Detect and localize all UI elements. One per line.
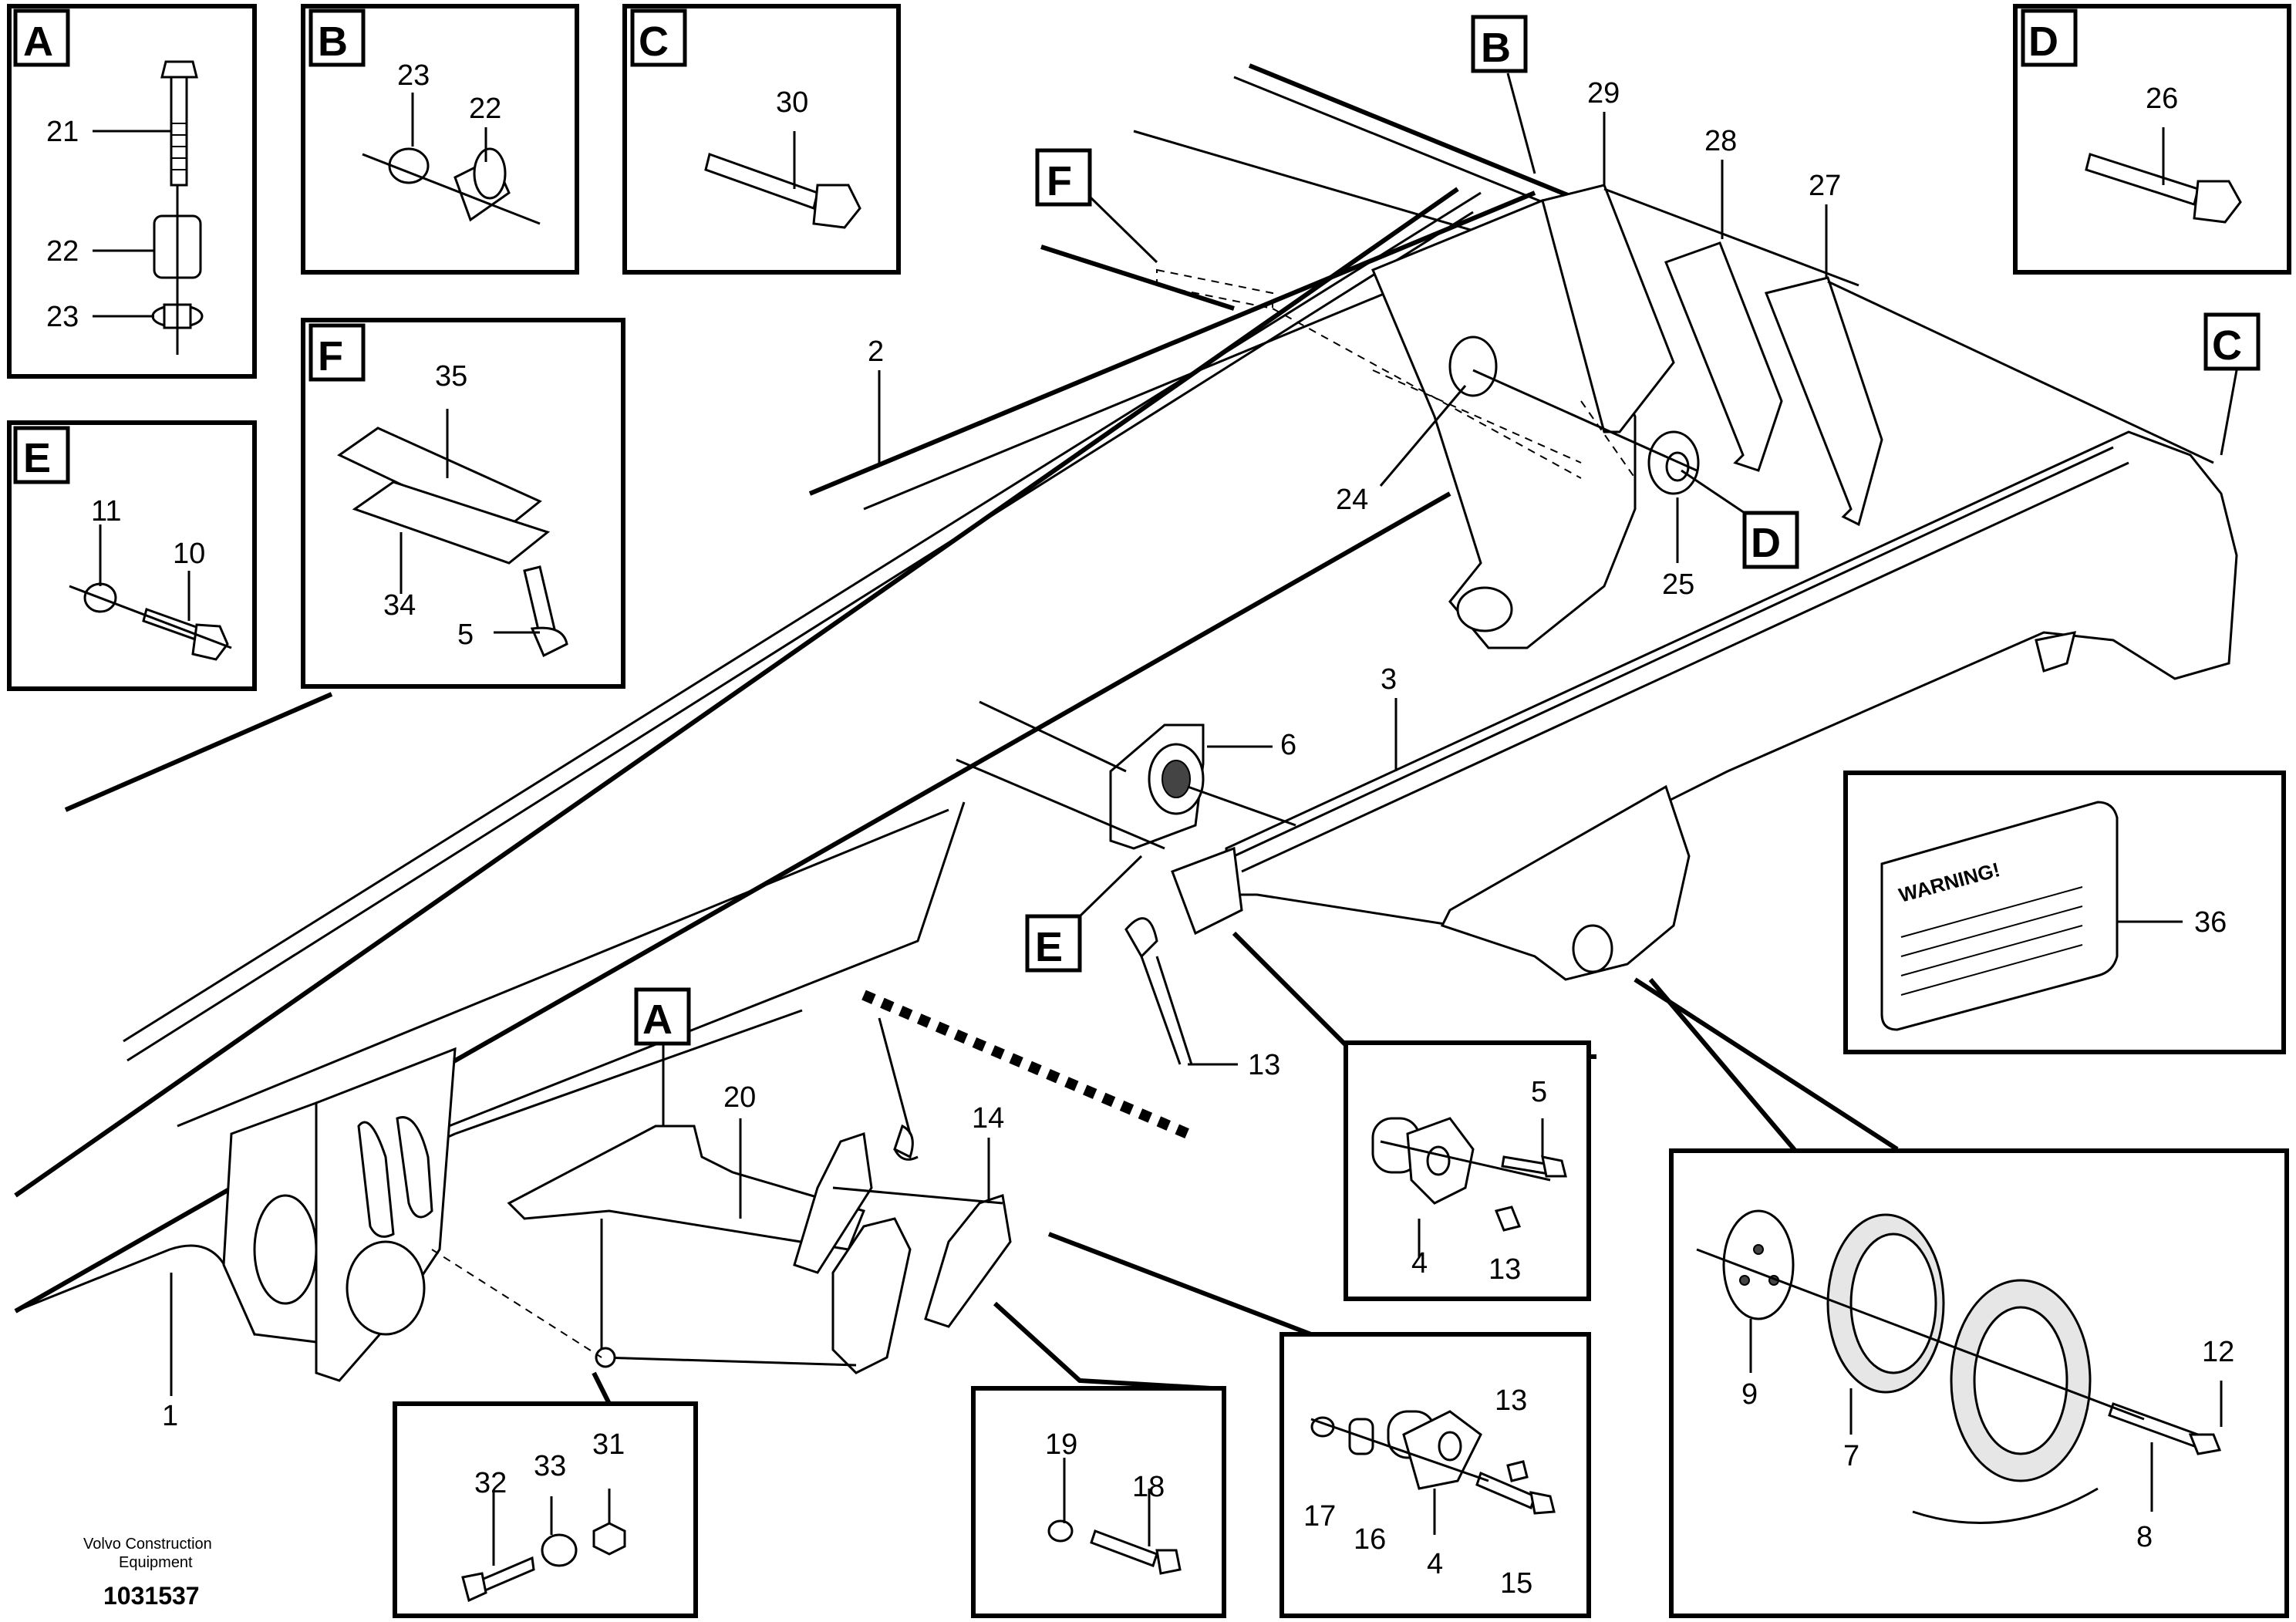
part-label-32: 32 [474,1467,507,1499]
shim-plates [1541,184,2214,527]
inset-d: D [2013,4,2291,275]
part-label-29: 29 [1587,77,1620,110]
pivot-washer [1472,369,1700,495]
inset-b: B [301,4,579,275]
part-label-13c: 13 [1495,1384,1527,1417]
part-label-14: 14 [972,1102,1004,1135]
part-label-19: 19 [1045,1428,1077,1461]
part-label-10: 10 [173,538,205,570]
main-tag-f: F [1047,158,1072,204]
part-label-23b: 23 [397,59,430,92]
part-label-1: 1 [162,1400,178,1432]
part-label-4b: 4 [1427,1548,1443,1580]
part-label-13a: 13 [1248,1049,1280,1081]
part-label-34: 34 [383,589,416,622]
main-tag-c: C [2212,322,2242,369]
main-tag-b: B [1481,25,1511,71]
inset-bushing-assembly [1669,1148,2289,1618]
part-label-31: 31 [592,1428,625,1461]
part-label-27: 27 [1809,170,1841,202]
part-label-22a: 22 [46,235,79,268]
part-label-23a: 23 [46,301,79,333]
part-label-9: 9 [1741,1378,1758,1411]
lever-assembly [431,1125,1012,1374]
part-label-20: 20 [723,1081,756,1114]
footer: Volvo Construction Equipment 1031537 [83,1536,212,1610]
inset-c: C [622,4,901,275]
part-label-25: 25 [1662,568,1694,601]
frame-mount-bracket [222,1047,457,1382]
part-label-2: 2 [868,336,884,368]
part-label-7: 7 [1843,1440,1859,1472]
main-tag-e: E [1035,924,1063,970]
drawing-number: 1031537 [103,1582,200,1610]
main-tag-d: D [1751,520,1781,566]
inset-f: F [301,318,625,689]
part-label-16: 16 [1354,1523,1386,1556]
warning-cable [861,917,1193,1161]
part-label-18: 18 [1132,1471,1165,1503]
company-name-line1: Volvo Construction [83,1536,212,1553]
inset-a: A [7,4,257,379]
part-label-3: 3 [1381,663,1397,696]
part-label-35: 35 [435,360,467,393]
company-name-line2: Equipment [119,1554,193,1571]
part-label-11: 11 [91,495,121,528]
part-label-6: 6 [1280,729,1296,761]
part-label-12: 12 [2202,1336,2234,1368]
part-label-5b: 5 [1531,1076,1547,1108]
part-label-30: 30 [776,86,808,119]
inset-c-label: C [639,19,669,65]
inset-d-label: D [2028,19,2058,65]
inset-b-label: B [318,19,348,65]
inset-bolt-washer [971,1386,1226,1618]
main-tag-a: A [642,996,673,1043]
part-number-labels: 21 22 23 23 22 30 26 11 10 35 34 5 2 29 … [46,59,2234,1600]
side-arm [1171,430,2238,981]
part-label-13b: 13 [1489,1253,1521,1286]
part-label-15: 15 [1500,1567,1532,1600]
part-label-36: 36 [2194,906,2227,939]
part-label-33: 33 [534,1450,566,1482]
part-label-28: 28 [1704,125,1737,157]
inset-pivot-pin [1344,1040,1591,1301]
part-label-8: 8 [2136,1521,2153,1553]
inset-e: E [7,420,257,691]
part-label-5a: 5 [457,619,474,651]
inset-a-label: A [23,19,53,65]
part-label-4a: 4 [1411,1247,1428,1280]
part-label-26: 26 [2146,83,2178,115]
part-label-21: 21 [46,116,79,148]
flange-bearing [956,700,1296,850]
inset-f-label: F [318,333,343,379]
part-label-22b: 22 [469,93,501,125]
inset-warning-decal: WARNING! [1843,771,2286,1054]
inset-bolt-washer-nut [393,1401,698,1618]
inset-e-label: E [23,435,51,481]
inset-pin-assembly [1279,1332,1591,1618]
part-label-24: 24 [1336,484,1368,516]
main-callout-tags: B F C D E A [634,15,2261,1126]
part-label-17: 17 [1303,1500,1336,1533]
